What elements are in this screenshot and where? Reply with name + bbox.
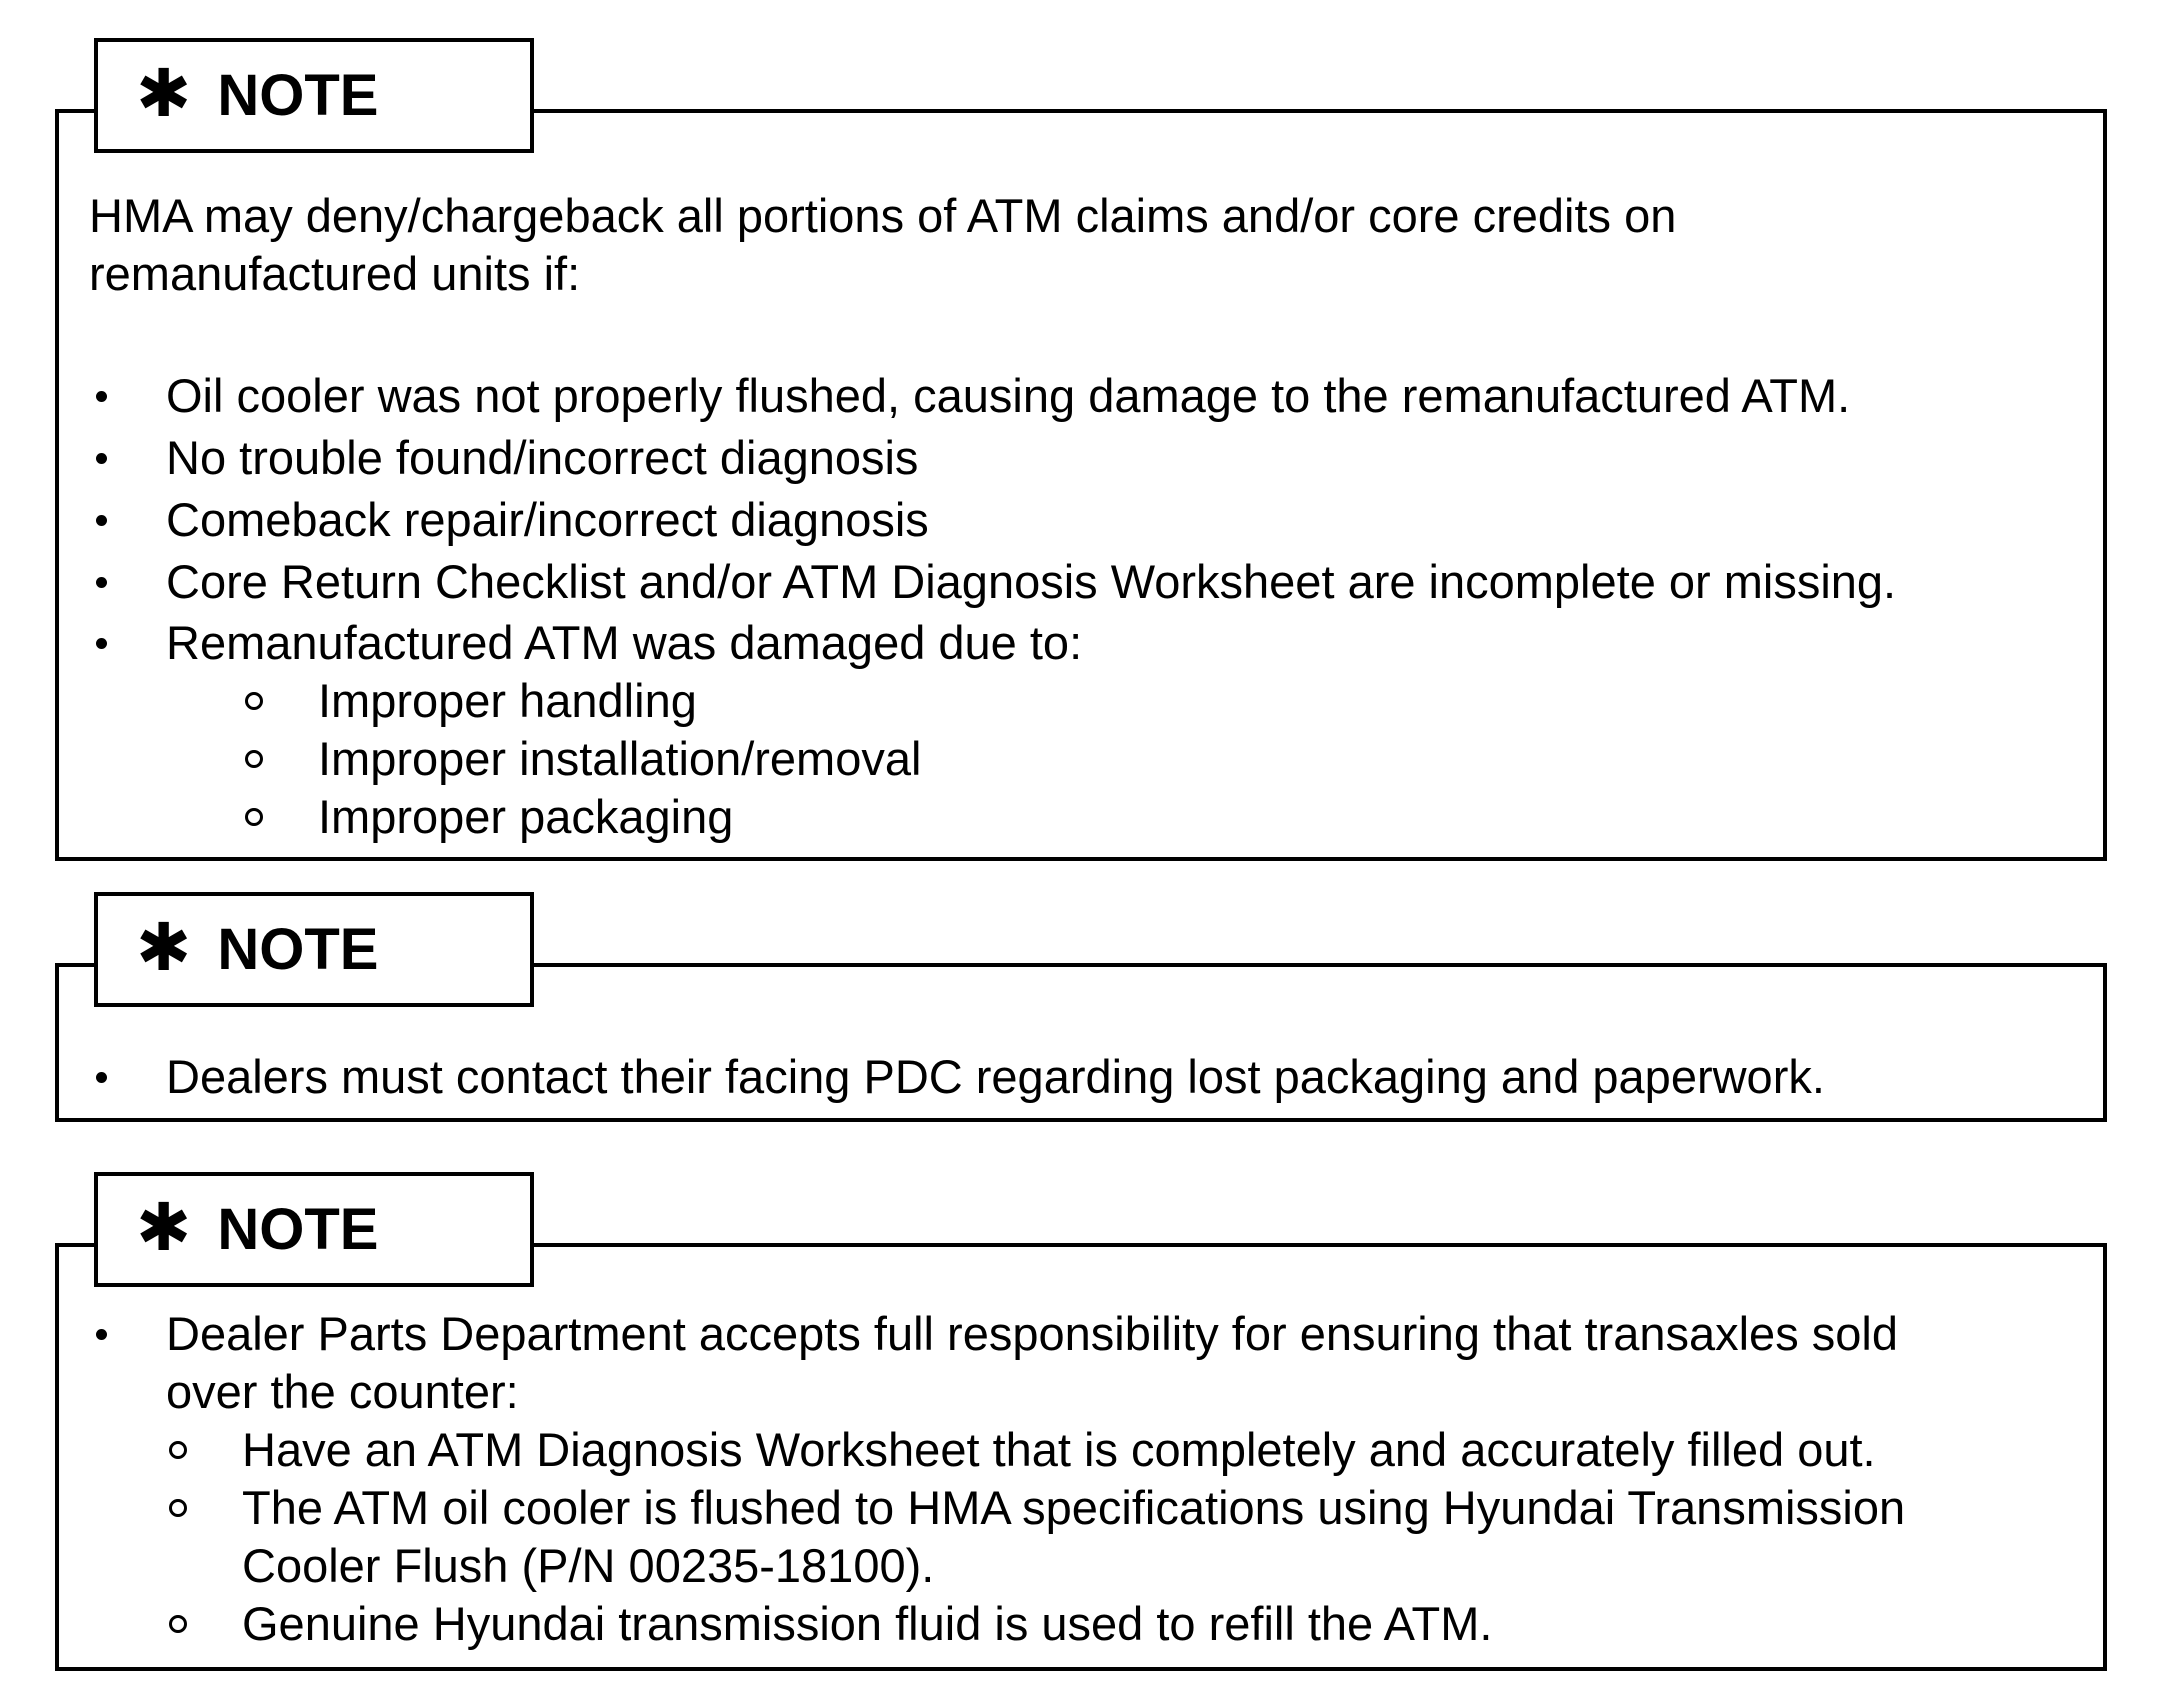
list-item-continuation: over the counter: [166, 1365, 519, 1418]
note-label: NOTE [217, 917, 379, 982]
list-item: Dealers must contact their facing PDC re… [166, 1050, 1825, 1103]
note-label: NOTE [217, 63, 379, 128]
bullet-icon [96, 515, 107, 526]
note-tab-2: ✱ NOTE [94, 892, 534, 1007]
sub-list-item: Genuine Hyundai transmission fluid is us… [242, 1597, 1493, 1650]
intro-line-1: HMA may deny/chargeback all portions of … [89, 189, 1677, 242]
list-item: No trouble found/incorrect diagnosis [166, 431, 919, 484]
note-box-1 [55, 109, 2107, 861]
bullet-icon [96, 391, 107, 402]
bullet-icon [96, 1329, 107, 1340]
intro-line-2: remanufactured units if: [89, 247, 581, 300]
bullet-icon [96, 638, 107, 649]
asterisk-icon: ✱ [136, 1190, 192, 1264]
sub-list-item: Improper handling [318, 674, 697, 727]
circle-bullet-icon [169, 1499, 187, 1517]
circle-bullet-icon [245, 692, 263, 710]
list-item: Oil cooler was not properly flushed, cau… [166, 369, 1851, 422]
circle-bullet-icon [245, 808, 263, 826]
sub-list-item-continuation: Cooler Flush (P/N 00235-18100). [242, 1539, 935, 1592]
sub-list-item: The ATM oil cooler is flushed to HMA spe… [242, 1481, 1906, 1534]
note-tab-3: ✱ NOTE [94, 1172, 534, 1287]
list-item: Dealer Parts Department accepts full res… [166, 1307, 1898, 1360]
circle-bullet-icon [169, 1615, 187, 1633]
bullet-icon [96, 1072, 107, 1083]
note-tab-1: ✱ NOTE [94, 38, 534, 153]
circle-bullet-icon [245, 750, 263, 768]
asterisk-icon: ✱ [136, 910, 192, 984]
list-item: Core Return Checklist and/or ATM Diagnos… [166, 555, 1897, 608]
sub-list-item: Have an ATM Diagnosis Worksheet that is … [242, 1423, 1876, 1476]
asterisk-icon: ✱ [136, 56, 192, 130]
list-item: Comeback repair/incorrect diagnosis [166, 493, 929, 546]
circle-bullet-icon [169, 1441, 187, 1459]
note-label: NOTE [217, 1197, 379, 1262]
bullet-icon [96, 577, 107, 588]
sub-list-item: Improper installation/removal [318, 732, 922, 785]
list-item: Remanufactured ATM was damaged due to: [166, 616, 1083, 669]
sub-list-item: Improper packaging [318, 790, 734, 843]
bullet-icon [96, 453, 107, 464]
note-box-3 [55, 1243, 2107, 1671]
